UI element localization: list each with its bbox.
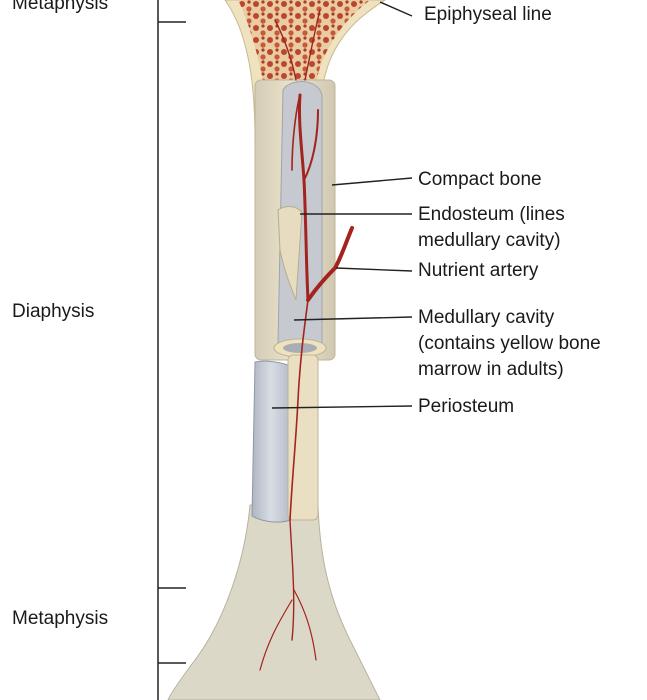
label-endosteum-line1: Endosteum (lines [418,204,565,225]
region-label-diaphysis: Diaphysis [12,301,95,322]
lower-bone-end [167,504,381,700]
label-periosteum: Periosteum [418,396,515,417]
label-medullary-line3: marrow in adults) [418,359,564,380]
lower-shaft [287,354,319,521]
cavity-opening [283,343,317,353]
region-label-metaphysis-bottom: Metaphysis [12,608,109,629]
endosteum-flap [277,206,303,301]
label-epiphyseal-line: Epiphyseal line [424,4,552,25]
label-compact-bone: Compact bone [418,169,542,190]
leader-lines [271,1,413,409]
nutrient-artery [259,9,354,671]
region-label-metaphysis-top: Metaphysis [12,0,109,14]
label-endosteum-line2: medullary cavity) [418,230,561,251]
region-bracket [157,0,186,700]
spongy-bone [238,0,370,92]
periosteum-sleeve [251,360,291,523]
label-medullary-line2: (contains yellow bone [418,333,601,354]
label-medullary-line1: Medullary cavity [418,307,555,328]
label-nutrient-artery: Nutrient artery [418,260,539,281]
